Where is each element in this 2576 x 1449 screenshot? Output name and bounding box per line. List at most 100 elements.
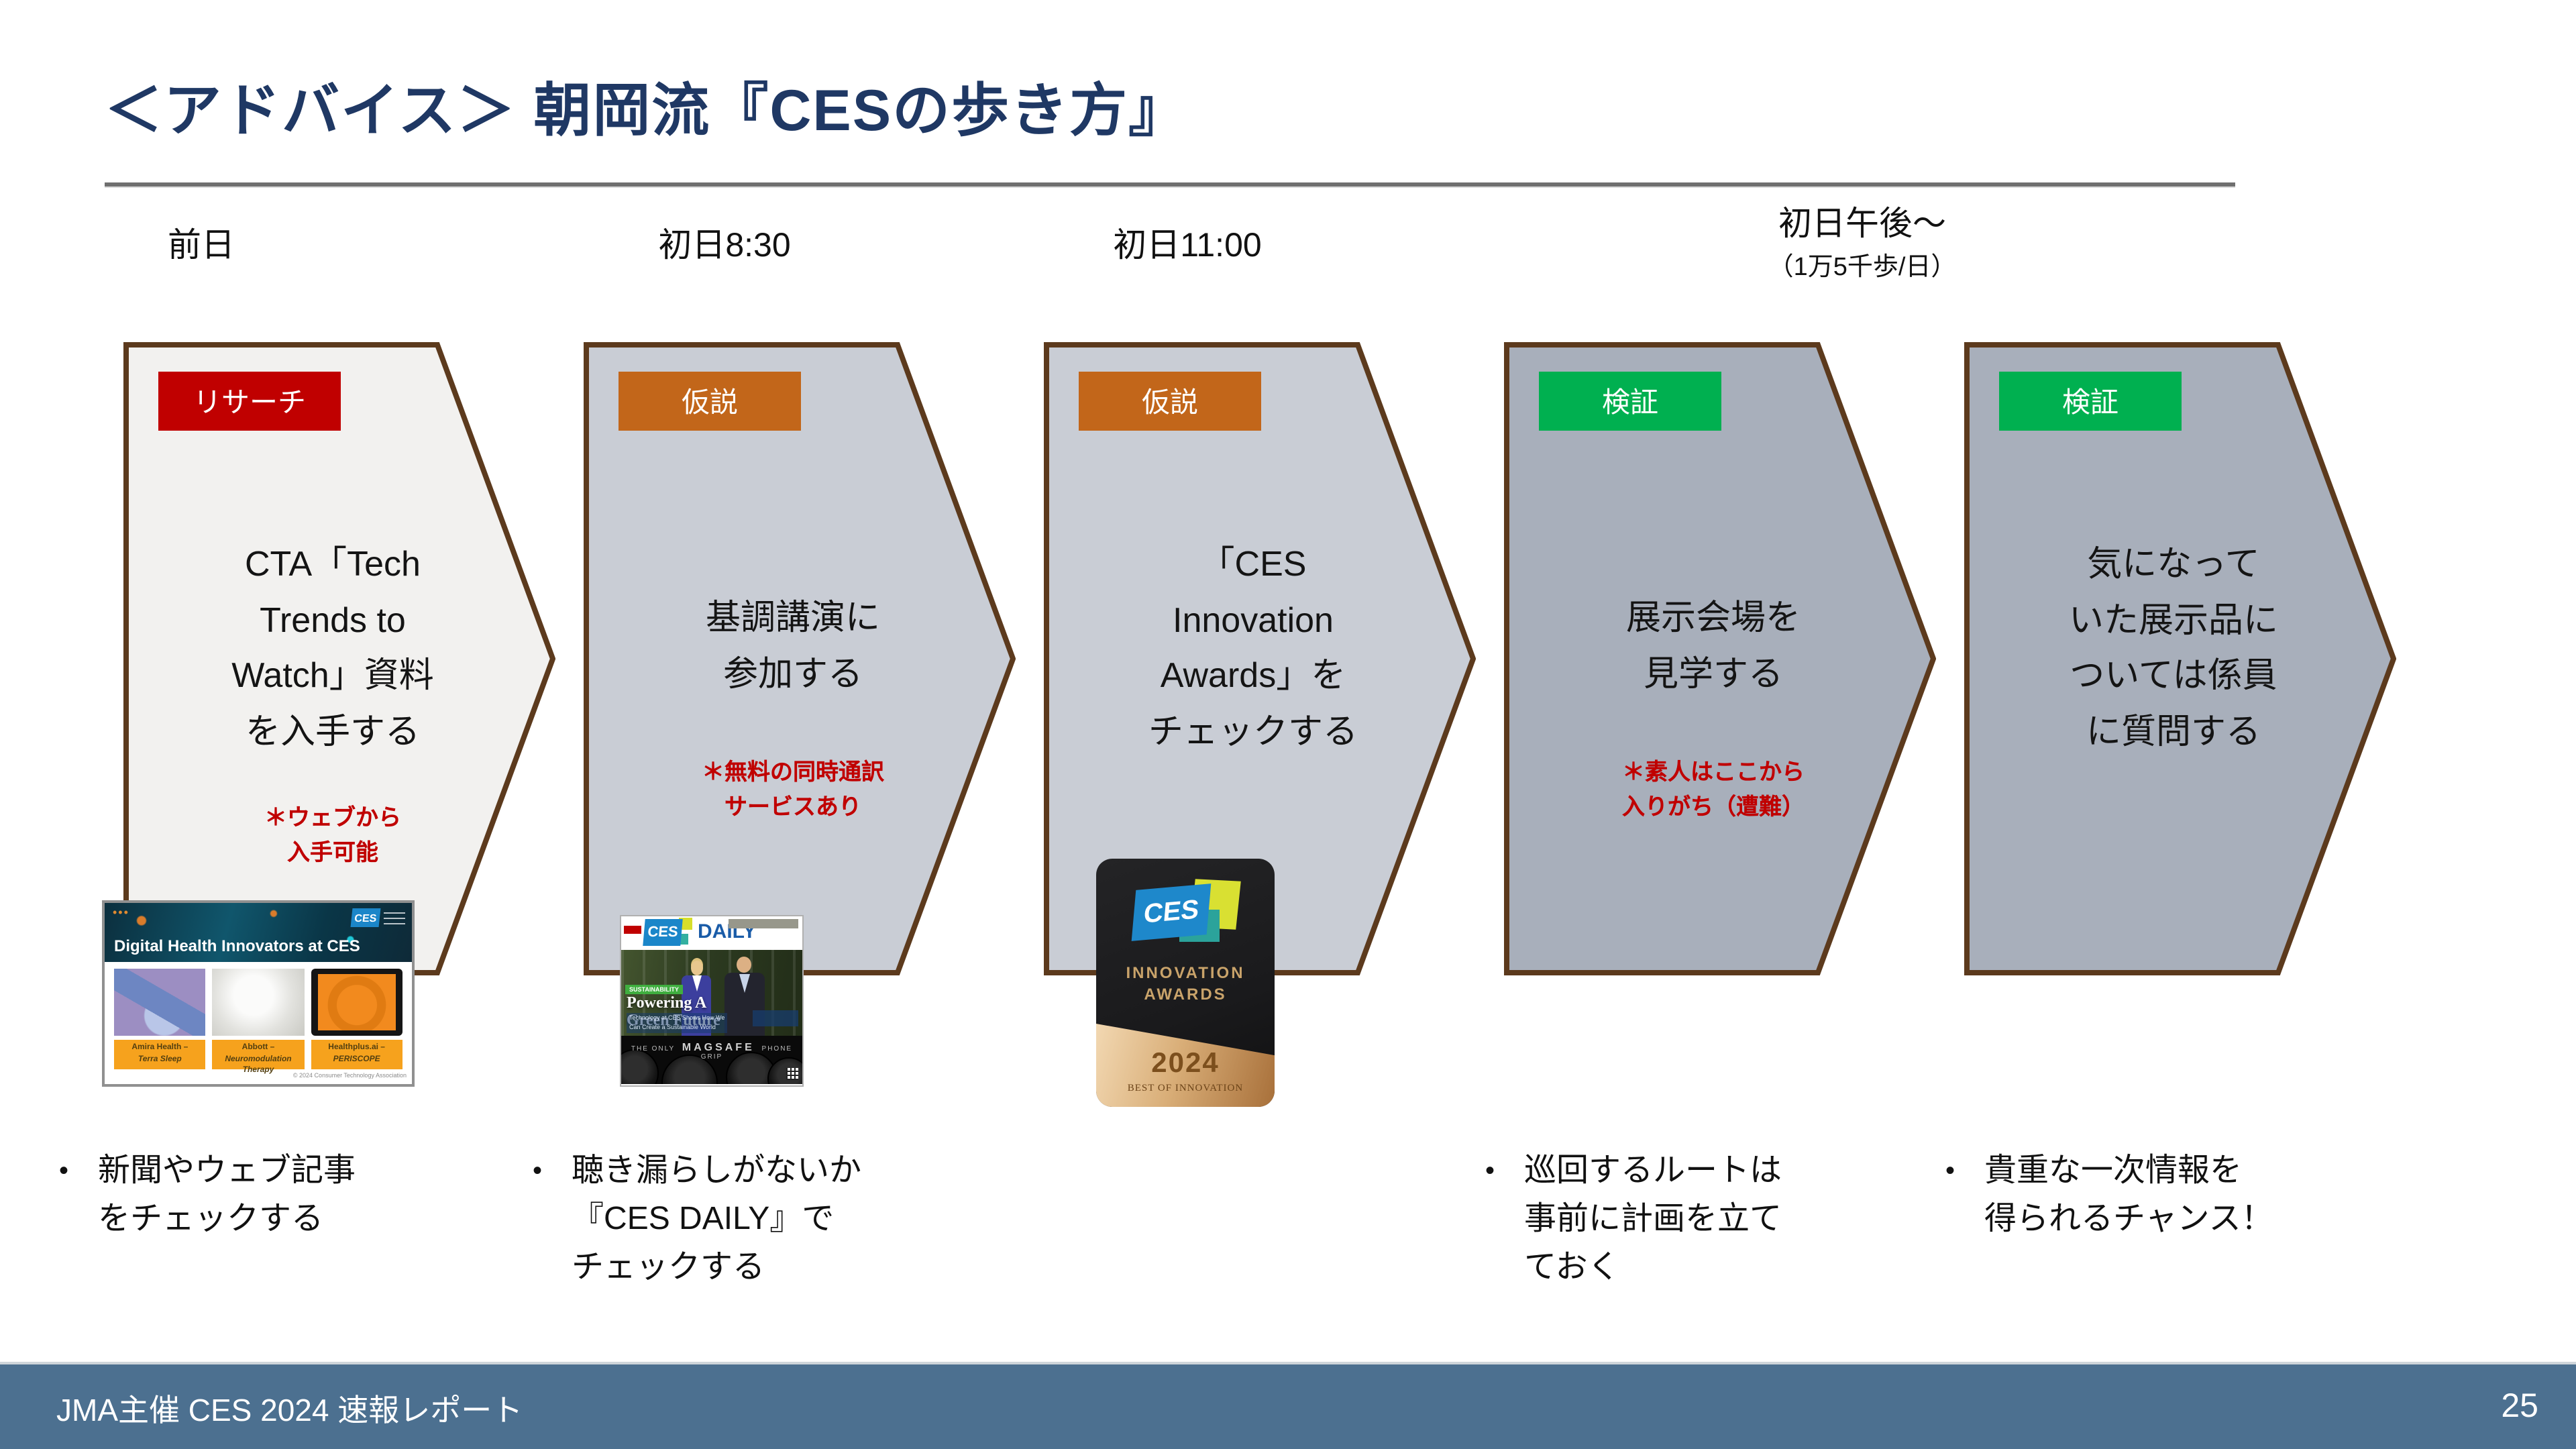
status-badge-research: リサーチ [158, 372, 341, 431]
column-header-day1-830: 初日8:30 [577, 225, 872, 268]
bullet-text: 巡回するルートは 事前に計画を立て ておく [1524, 1152, 1782, 1285]
product-photo-tablet [311, 969, 402, 1036]
bullet-item-plan-route: • 巡回するルートは 事前に計画を立て ておく [1485, 1147, 1782, 1292]
bullet-text: 聴き漏らしがないか 『CES DAILY』で チェックする [572, 1152, 862, 1285]
page-title: ＜アドバイス＞ 朝岡流『CESの歩き方』 [105, 79, 1188, 144]
status-badge-verify: 検証 [1999, 372, 2182, 431]
ces-logo-icon: CES [1130, 883, 1211, 941]
award-year: 2024 [1151, 1048, 1220, 1079]
column-header-label: 初日11:00 [1113, 227, 1262, 264]
digital-health-title: Digital Health Innovators at CES [114, 936, 360, 955]
step-body-text: 気になって いた展示品に ついては係員 に質問する [2068, 543, 2278, 751]
bullet-item-check-ces-daily: • 聴き漏らしがないか 『CES DAILY』で チェックする [533, 1147, 861, 1292]
step-note-text: ＊無料の同時通訳 サービスあり [702, 759, 884, 819]
step-chevron-verify-ask: 検証 気になって いた展示品に ついては係員 に質問する [1964, 342, 2396, 975]
chevron-polygon [1964, 342, 2396, 975]
innovation-text: INNOVATION [1126, 963, 1245, 982]
bullet-dot: • [1485, 1157, 1495, 1186]
product-photo-neurostimulator [212, 969, 305, 1036]
ces-logo-icon: CES [643, 919, 683, 946]
cta-association-text-lines [384, 911, 405, 924]
red-tag-icon [624, 926, 641, 934]
man-figure-head [737, 957, 751, 973]
product-label-line2: PERISCOPE [333, 1055, 380, 1064]
status-badge-verify: 検証 [1539, 372, 1721, 431]
bullet-item-primary-info: • 貴重な一次情報を 得られるチャンス！ [1945, 1147, 2273, 1244]
bullet-dot: • [59, 1157, 69, 1186]
step-body-text: 「CES Innovation Awards」を チェックする [1148, 543, 1358, 751]
cover-subheadline: Technology at CES Shows How We Can Creat… [627, 1013, 728, 1033]
step-chevron-verify-floor: 検証 展示会場を 見学する ＊素人はここから 入りがち（遭難） [1504, 342, 1936, 975]
cover-photo: SUSTAINABILITY Powering A Green Future T… [621, 950, 802, 1036]
step-note-text: ＊素人はここから 入りがち（遭難） [1622, 759, 1805, 819]
column-header-day-before: 前日 [80, 225, 322, 268]
title-underline-shadow [105, 186, 2235, 188]
ad-text-right: PHONE GRIP [700, 1045, 793, 1061]
product-label: Healthplus.ai – PERISCOPE [311, 1040, 402, 1069]
cover-caption-box [753, 1010, 798, 1026]
masthead-banner-bar [729, 919, 798, 928]
column-header-label: 初日8:30 [658, 227, 791, 264]
ces-daily-masthead: CES DAILY [621, 916, 802, 950]
best-of-innovation-text: BEST OF INNOVATION [1127, 1081, 1244, 1093]
sustainability-tag: SUSTAINABILITY [625, 985, 683, 994]
step-chevron-hypothesis-awards: 仮説 「CES Innovation Awards」を チェックする [1044, 342, 1476, 975]
column-header-sublabel: （1万5千歩/日） [1768, 254, 1957, 282]
digital-health-cards: Amira Health – Terra Sleep Abbott – Neur… [105, 962, 412, 1075]
product-label-line2: Terra Sleep [138, 1055, 182, 1064]
chevron-polygon [123, 342, 555, 975]
ces-logo-icon: CES [350, 908, 381, 927]
column-header-day1-1100: 初日11:00 [1040, 225, 1335, 268]
copyright-text: © 2024 Consumer Technology Association [292, 1072, 407, 1079]
bullet-item-check-news: • 新聞やウェブ記事 をチェックする [59, 1147, 356, 1244]
product-card: Amira Health – Terra Sleep [114, 969, 206, 1069]
footer-report-title: JMA主催 CES 2024 速報レポート [56, 1392, 523, 1427]
award-gold-band: 2024 BEST OF INNOVATION [1096, 1024, 1275, 1107]
awards-text: AWARDS [1144, 985, 1227, 1004]
chevron-polygon [1504, 342, 1936, 975]
ces-daily-cover-thumbnail: CES DAILY SUSTAINABILITY Powering A Gree… [620, 915, 804, 1087]
product-label-line1: Abbott – [241, 1044, 275, 1052]
title-underline [105, 182, 2235, 186]
chevron-arrow-shape [1044, 342, 1476, 975]
column-header-label: 前日 [167, 227, 235, 264]
ad-text-line: THE ONLY MAGSAFE PHONE GRIP [621, 1041, 802, 1061]
step-body-text: 基調講演に 参加する [705, 597, 880, 694]
product-card: Abbott – Neuromodulation Therapy [212, 969, 305, 1075]
cover-ad-band: THE ONLY MAGSAFE PHONE GRIP [621, 1036, 802, 1084]
step-body-text: CTA「Tech Trends to Watch」資料 を入手する [231, 543, 434, 751]
column-header-day1-afternoon: 初日午後～ （1万5千歩/日） [1661, 204, 2063, 284]
digital-health-header: ••• CES Digital Health Innovators at CES [105, 903, 412, 962]
product-label: Abbott – Neuromodulation Therapy [212, 1040, 305, 1075]
bullet-text: 新聞やウェブ記事 をチェックする [98, 1152, 356, 1237]
product-label-line1: Healthplus.ai – [328, 1044, 385, 1052]
product-label-line2: Neuromodulation Therapy [225, 1055, 292, 1075]
product-label: Amira Health – Terra Sleep [114, 1040, 206, 1069]
page-number: 25 [2501, 1387, 2538, 1425]
chevron-arrow-shape [584, 342, 1016, 975]
bullet-dot: • [1945, 1157, 1955, 1186]
chevron-arrow-shape [123, 342, 555, 975]
chevron-polygon [1044, 342, 1476, 975]
ad-text-left: THE ONLY [631, 1045, 675, 1053]
digital-health-slide-thumbnail: ••• CES Digital Health Innovators at CES… [102, 900, 415, 1087]
tablet-screen [317, 974, 396, 1030]
ces-logo: CES [1130, 879, 1240, 945]
chevron-arrow-shape [1964, 342, 2396, 975]
step-body-text: 展示会場を 見学する [1625, 597, 1801, 694]
bullet-dot: • [533, 1157, 543, 1186]
dots-icon: ••• [113, 906, 129, 919]
footer-bar: JMA主催 CES 2024 速報レポート 25 [0, 1362, 2576, 1449]
step-chevron-hypothesis-keynote: 仮説 基調講演に 参加する ＊無料の同時通訳 サービスあり [584, 342, 1016, 975]
step-chevron-research: リサーチ CTA「Tech Trends to Watch」資料 を入手する ＊… [123, 342, 555, 975]
chevron-arrow-shape [1504, 342, 1936, 975]
woman-figure-head [691, 961, 703, 975]
status-badge-hypothesis: 仮説 [1079, 372, 1261, 431]
qr-code-icon [786, 1068, 798, 1080]
product-card: Healthplus.ai – PERISCOPE [311, 969, 402, 1069]
ces-innovation-awards-badge: CES INNOVATION AWARDS 2024 BEST OF INNOV… [1096, 859, 1275, 1107]
product-label-line1: Amira Health – [131, 1044, 189, 1052]
product-photo-sleep-device [114, 969, 206, 1036]
bullet-text: 貴重な一次情報を 得られるチャンス！ [1984, 1152, 2273, 1237]
